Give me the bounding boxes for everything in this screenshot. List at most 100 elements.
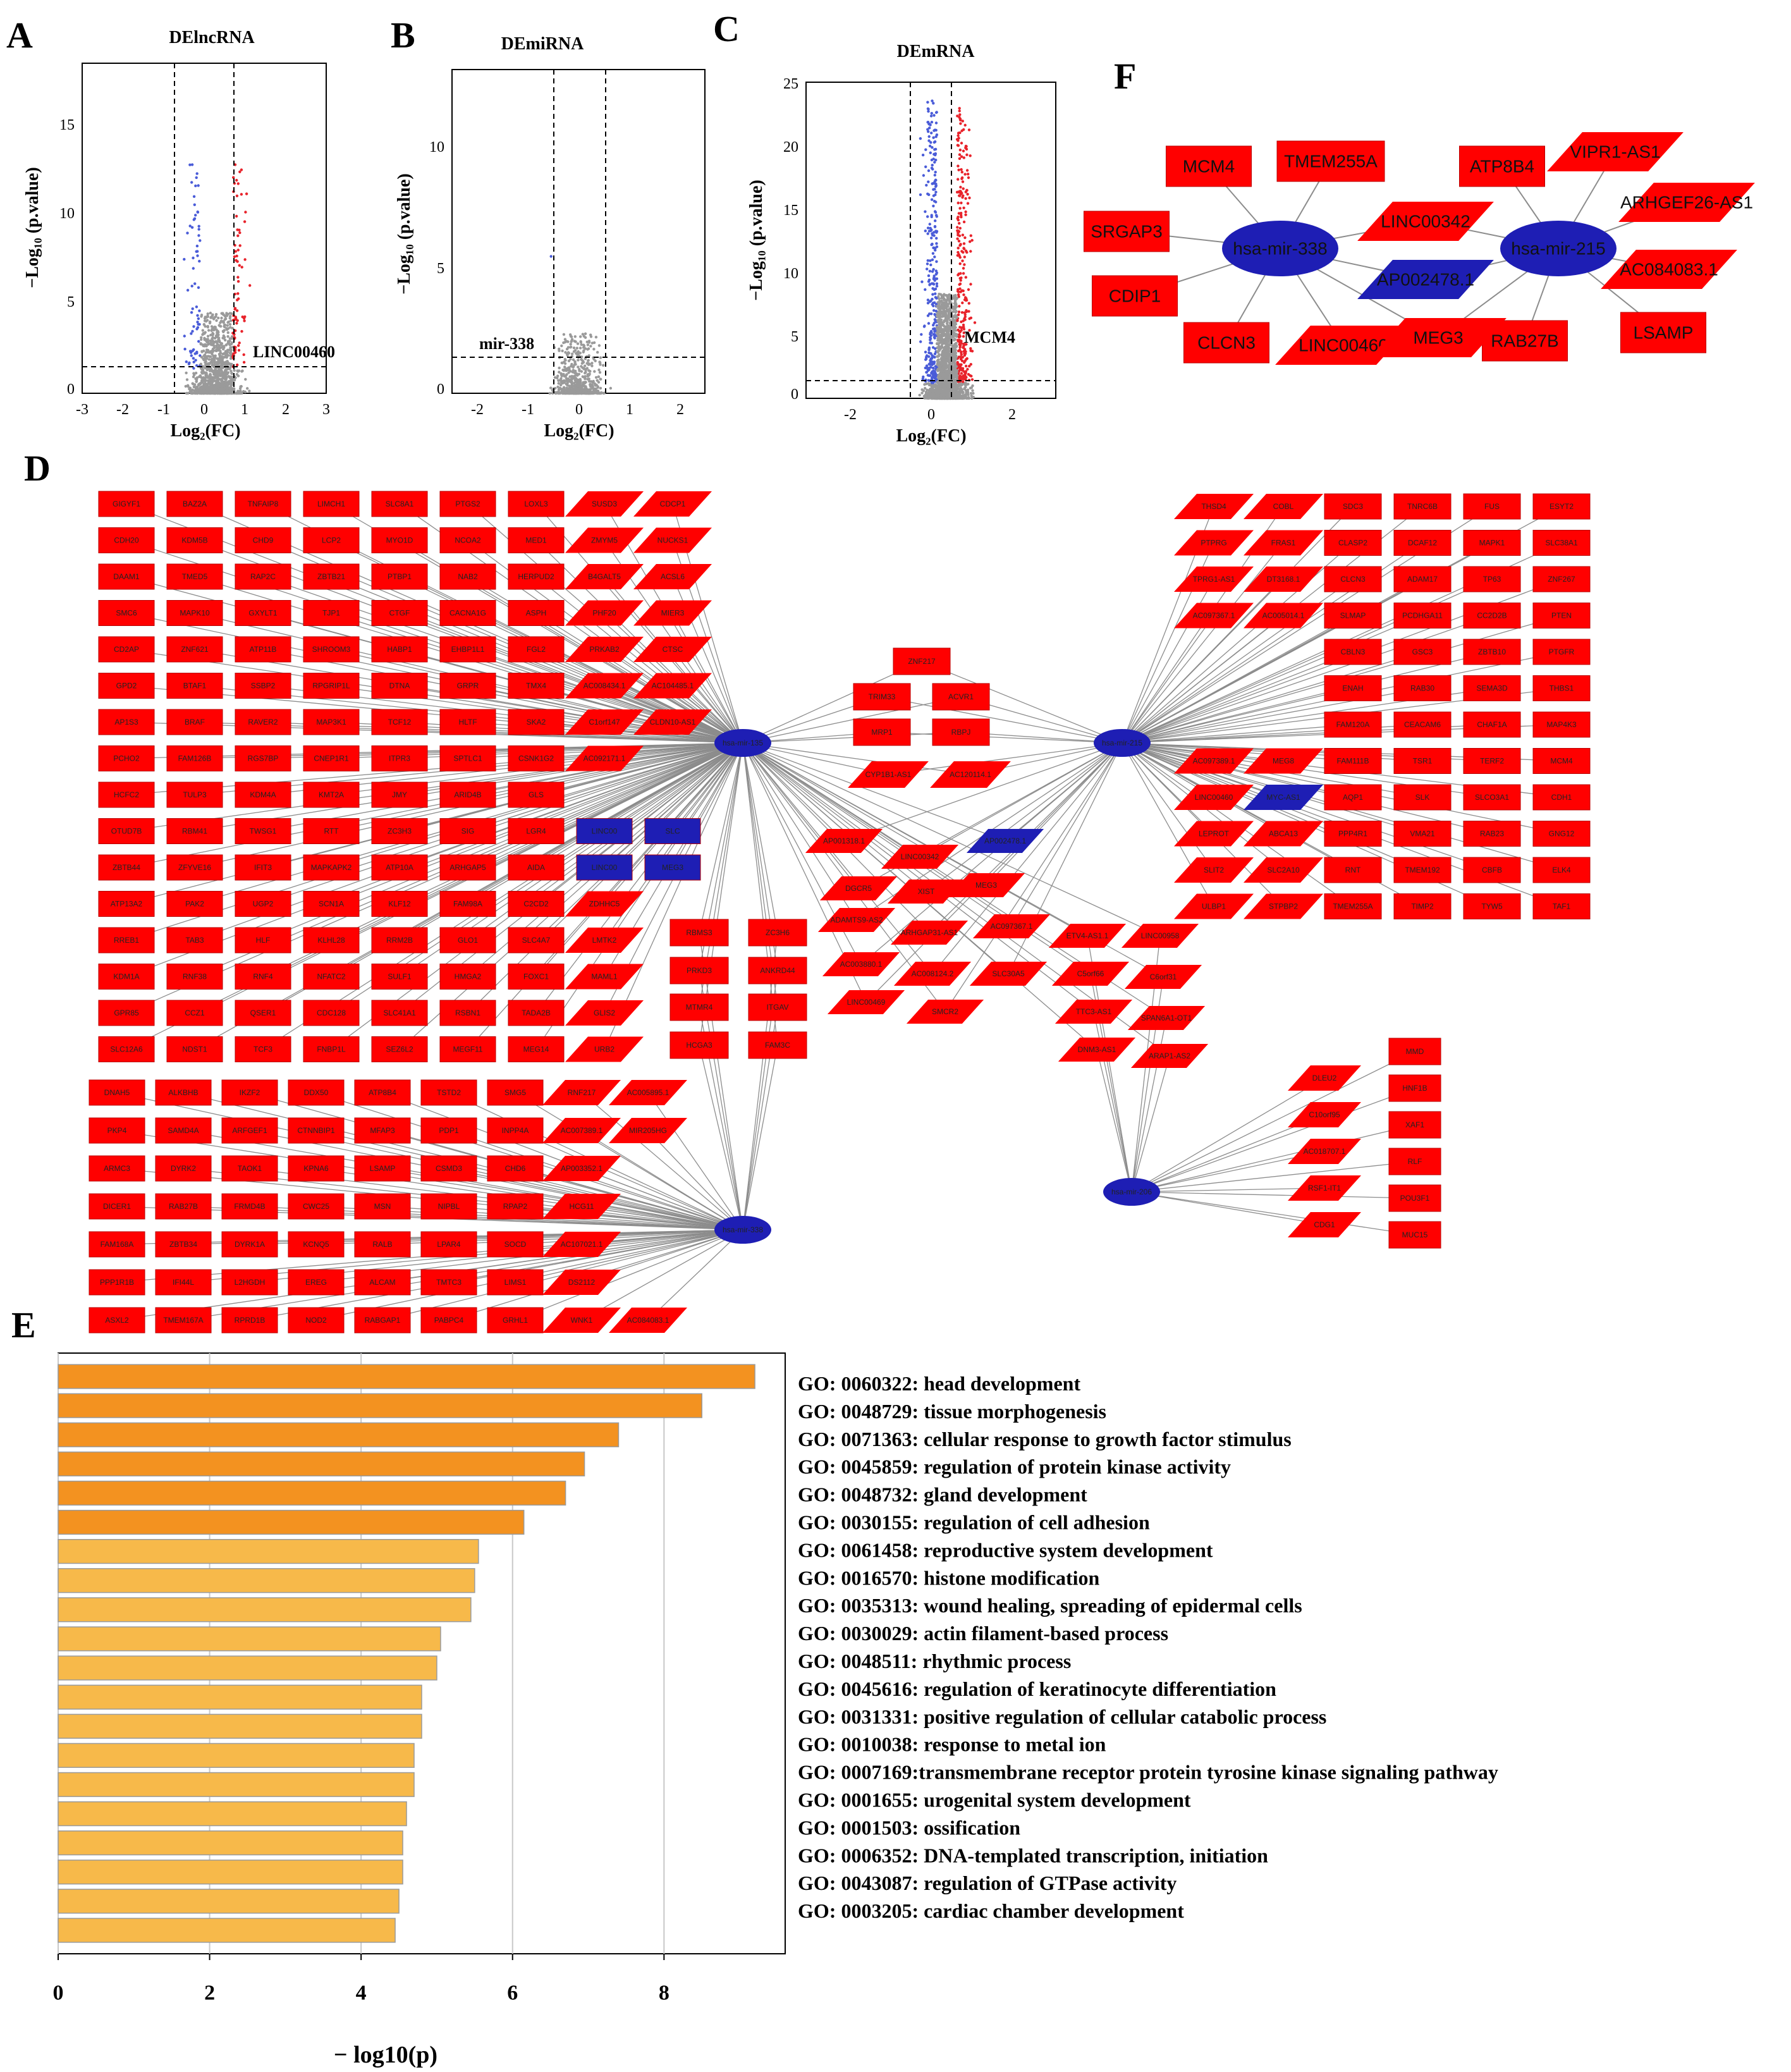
volcano-point [188, 224, 192, 228]
volcano-point [934, 372, 938, 375]
volcano-point [183, 334, 186, 338]
volcano-point [571, 352, 574, 355]
volcano-point [962, 128, 965, 132]
volcano-point [959, 185, 962, 189]
volcano-point [196, 314, 199, 317]
volcano-point [236, 292, 240, 295]
volcano-point [197, 286, 200, 289]
volcano-point [222, 321, 225, 324]
volcano-point [221, 379, 224, 383]
volcano-point [238, 228, 241, 231]
volcano-point [957, 362, 960, 365]
volcano-point [926, 366, 929, 369]
volcano-point [922, 389, 926, 393]
volcano-point [589, 345, 592, 348]
volcano-point [936, 326, 939, 329]
volcano-point [213, 358, 216, 361]
volcano-point [240, 329, 243, 333]
volcano-point [229, 375, 232, 379]
volcano-point [558, 366, 561, 370]
volcano-point [211, 349, 214, 353]
volcano-point [598, 360, 601, 364]
volcano-point [236, 279, 240, 283]
volcano-point [190, 285, 193, 288]
volcano-point [933, 255, 936, 259]
volcano-point [926, 121, 929, 124]
volcano-point [211, 361, 214, 364]
volcano-point [946, 364, 949, 368]
volcano-point [204, 331, 207, 334]
volcano-point [243, 319, 246, 322]
volcano-point [959, 394, 962, 398]
volcano-point [578, 391, 582, 395]
volcano-c-title: DEmRNA [897, 42, 975, 61]
volcano-point [566, 340, 570, 343]
volcano-point [930, 121, 934, 124]
volcano-point [938, 383, 941, 386]
volcano-point [922, 375, 925, 379]
volcano-point [211, 339, 214, 343]
volcano-point [956, 319, 959, 322]
volcano-point [957, 201, 960, 205]
volcano-point [205, 316, 208, 319]
volcano-point [549, 386, 553, 389]
volcano-point [934, 211, 938, 214]
volcano-point [947, 393, 950, 396]
volcano-point [195, 391, 198, 395]
volcano-point [944, 396, 948, 400]
volcano-point [225, 384, 229, 388]
volcano-point [935, 285, 939, 288]
volcano-point [963, 263, 966, 266]
volcano-point [948, 310, 951, 314]
volcano-point [966, 367, 969, 371]
volcano-point [187, 362, 191, 365]
volcano-point [924, 350, 927, 353]
volcano-point [580, 358, 583, 361]
volcano-point [582, 349, 585, 352]
volcano-point [183, 347, 186, 351]
volcano-point [217, 316, 220, 320]
volcano-point [202, 354, 205, 358]
volcano-point [215, 328, 218, 331]
volcano-point [577, 365, 580, 369]
volcano-point [938, 334, 942, 337]
volcano-point [962, 377, 965, 381]
volcano-point [960, 155, 963, 158]
volcano-point [190, 354, 193, 357]
volcano-point [565, 347, 569, 351]
volcano-point [562, 333, 566, 336]
node-arhgef26-as1: ARHGEF26-AS1 [1618, 183, 1755, 222]
volcano-point [190, 181, 193, 184]
volcano-point [969, 386, 972, 389]
volcano-point [573, 335, 577, 338]
volcano-point [948, 307, 951, 310]
volcano-point [927, 274, 931, 278]
volcano-point [969, 250, 972, 253]
node-tmem255a: TMEM255A [1276, 140, 1385, 182]
volcano-point [962, 272, 965, 275]
volcano-point [944, 337, 948, 340]
volcano-point [195, 244, 199, 248]
volcano-point [243, 258, 247, 261]
node-meg3-label: MEG3 [1413, 328, 1463, 348]
volcano-point [225, 351, 228, 354]
volcano-point [955, 303, 958, 306]
volcano-point [209, 341, 212, 345]
volcano-point [216, 391, 219, 395]
volcano-point [197, 234, 200, 237]
volcano-point [959, 191, 962, 194]
volcano-point [927, 135, 931, 138]
volcano-point [218, 353, 221, 356]
volcano-point [197, 317, 200, 321]
node-cdip1: CDIP1 [1092, 275, 1178, 317]
volcano-point [970, 374, 973, 377]
volcano-point [957, 288, 960, 291]
volcano-point [970, 396, 974, 400]
volcano-point [942, 357, 945, 361]
volcano-point [927, 355, 931, 359]
volcano-point [235, 259, 238, 262]
node-srgap3-label: SRGAP3 [1091, 222, 1163, 242]
volcano-point [186, 391, 190, 395]
volcano-point [192, 267, 195, 270]
